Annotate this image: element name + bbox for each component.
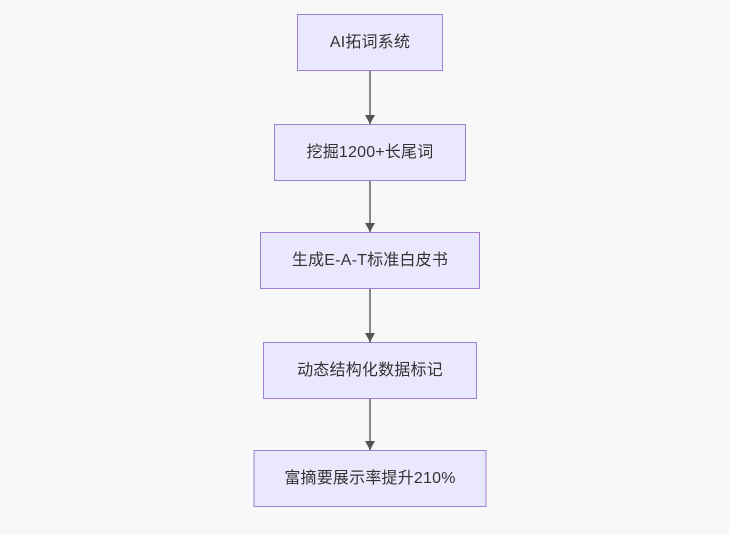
arrowhead-icon [365, 441, 375, 450]
flowchart-node[interactable]: 生成E-A-T标准白皮书 [260, 232, 480, 289]
node-label: AI拓词系统 [329, 33, 411, 51]
node-label: 富摘要展示率提升210% [284, 469, 456, 487]
edge-line [369, 71, 371, 124]
flowchart-node[interactable]: 挖掘1200+长尾词 [274, 124, 466, 181]
arrowhead-icon [365, 223, 375, 232]
arrowhead-icon [365, 333, 375, 342]
node-label: 生成E-A-T标准白皮书 [291, 251, 449, 269]
arrowhead-icon [365, 115, 375, 124]
node-label: 动态结构化数据标记 [297, 361, 443, 379]
edge-line [369, 399, 371, 450]
flowchart-node[interactable]: 富摘要展示率提升210% [253, 450, 487, 507]
flowchart-node[interactable]: 动态结构化数据标记 [263, 342, 477, 399]
edge-connector [364, 289, 376, 342]
edge-connector [364, 71, 376, 124]
edge-line [369, 181, 371, 232]
edge-connector [364, 399, 376, 450]
flowchart-node[interactable]: AI拓词系统 [297, 14, 443, 71]
node-label: 挖掘1200+长尾词 [306, 143, 434, 161]
edge-line [369, 289, 371, 342]
edge-connector [364, 181, 376, 232]
